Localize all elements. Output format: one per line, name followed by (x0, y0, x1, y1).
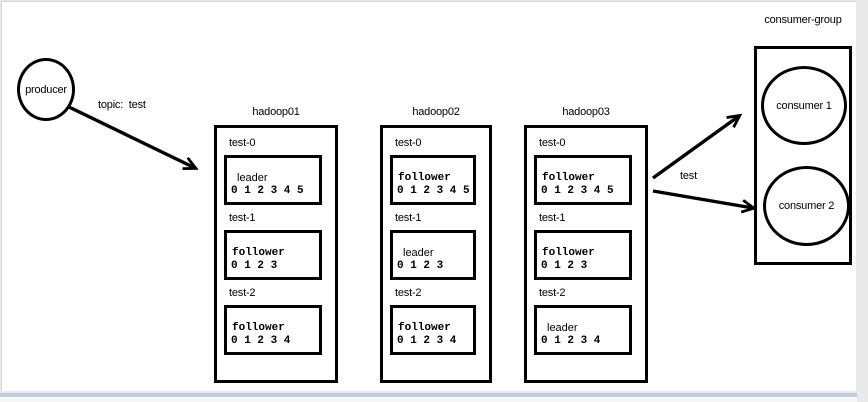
partition-name: test-1 (395, 212, 422, 224)
partition-name: test-1 (229, 212, 256, 224)
partition-role: leader (237, 172, 268, 184)
partition-role: leader (403, 247, 434, 259)
partition-name: test-1 (539, 212, 566, 224)
partition-box: follower 0 1 2 3 (534, 230, 632, 280)
partition-name: test-0 (539, 137, 566, 149)
broker-box: test-0 follower 0 1 2 3 4 5 test-1 follo… (524, 125, 648, 383)
partition: test-0 follower 0 1 2 3 4 5 (383, 137, 489, 205)
horizontal-scrollbar[interactable] (0, 391, 857, 397)
producer-to-broker-arrow (68, 105, 195, 168)
partition-name: test-0 (395, 137, 422, 149)
broker-box: test-0 follower 0 1 2 3 4 5 test-1 leade… (380, 125, 492, 383)
partition-role: follower (542, 247, 595, 259)
partition: test-0 follower 0 1 2 3 4 5 (527, 137, 645, 205)
partition-box: leader 0 1 2 3 4 (534, 305, 632, 355)
broker-hadoop01: hadoop01 test-0 leader 0 1 2 3 4 5 test-… (214, 106, 338, 383)
partition-offsets: 0 1 2 3 4 (231, 335, 291, 347)
diagram-canvas: producer topic: test test hadoop01 test-… (1, 1, 856, 391)
partition: test-2 follower 0 1 2 3 4 (383, 287, 489, 355)
partition-role: follower (398, 172, 451, 184)
partition-name: test-2 (539, 287, 566, 299)
frame-bottom-margin (0, 397, 857, 402)
partition-box: follower 0 1 2 3 4 5 (534, 155, 632, 205)
partition-offsets: 0 1 2 3 4 (541, 335, 601, 347)
producer-node: producer (17, 58, 75, 121)
producer-label: producer (25, 83, 67, 96)
partition: test-2 follower 0 1 2 3 4 (217, 287, 335, 355)
broker-to-consumer1-arrow (652, 116, 739, 180)
consumer-1-label: consumer 1 (776, 99, 832, 112)
partition-offsets: 0 1 2 3 (397, 260, 444, 272)
partition-offsets: 0 1 2 3 4 5 (231, 185, 304, 197)
partition-offsets: 0 1 2 3 4 5 (541, 185, 614, 197)
broker-title: hadoop01 (252, 106, 300, 118)
partition-box: leader 0 1 2 3 (390, 230, 476, 280)
partition-offsets: 0 1 2 3 4 5 (397, 185, 470, 197)
broker-hadoop03: hadoop03 test-0 follower 0 1 2 3 4 5 tes… (524, 106, 648, 383)
partition: test-0 leader 0 1 2 3 4 5 (217, 137, 335, 205)
partition-role: follower (232, 322, 285, 334)
broker-title: hadoop02 (412, 106, 460, 118)
partition: test-1 leader 0 1 2 3 (383, 212, 489, 280)
producer-arrow-label: topic: test (98, 99, 146, 111)
partition-name: test-2 (229, 287, 256, 299)
consumer-1-node: consumer 1 (761, 66, 847, 145)
partition-box: follower 0 1 2 3 (224, 230, 322, 280)
partition-offsets: 0 1 2 3 (541, 260, 588, 272)
partition: test-1 follower 0 1 2 3 (217, 212, 335, 280)
partition-box: follower 0 1 2 3 4 5 (390, 155, 476, 205)
partition-role: follower (398, 322, 451, 334)
consumer-2-node: consumer 2 (763, 166, 850, 246)
partition-offsets: 0 1 2 3 4 (397, 335, 457, 347)
partition-name: test-0 (229, 137, 256, 149)
broker-hadoop02: hadoop02 test-0 follower 0 1 2 3 4 5 tes… (380, 106, 492, 383)
partition-role: leader (547, 322, 578, 334)
consumer-group-title: consumer-group (764, 14, 842, 26)
partition-name: test-2 (395, 287, 422, 299)
partition: test-2 leader 0 1 2 3 4 (527, 287, 645, 355)
consumer-group-box: consumer 1 consumer 2 (754, 46, 852, 265)
partition-offsets: 0 1 2 3 (231, 260, 278, 272)
consumer-arrow-label: test (680, 170, 697, 182)
partition-box: follower 0 1 2 3 4 (390, 305, 476, 355)
broker-box: test-0 leader 0 1 2 3 4 5 test-1 followe… (214, 125, 338, 383)
broker-to-consumer2-arrow (652, 189, 753, 208)
partition: test-1 follower 0 1 2 3 (527, 212, 645, 280)
partition-role: follower (542, 172, 595, 184)
partition-box: leader 0 1 2 3 4 5 (224, 155, 322, 205)
partition-role: follower (232, 247, 285, 259)
consumer-2-label: consumer 2 (778, 200, 835, 212)
broker-title: hadoop03 (562, 106, 610, 118)
partition-box: follower 0 1 2 3 4 (224, 305, 322, 355)
